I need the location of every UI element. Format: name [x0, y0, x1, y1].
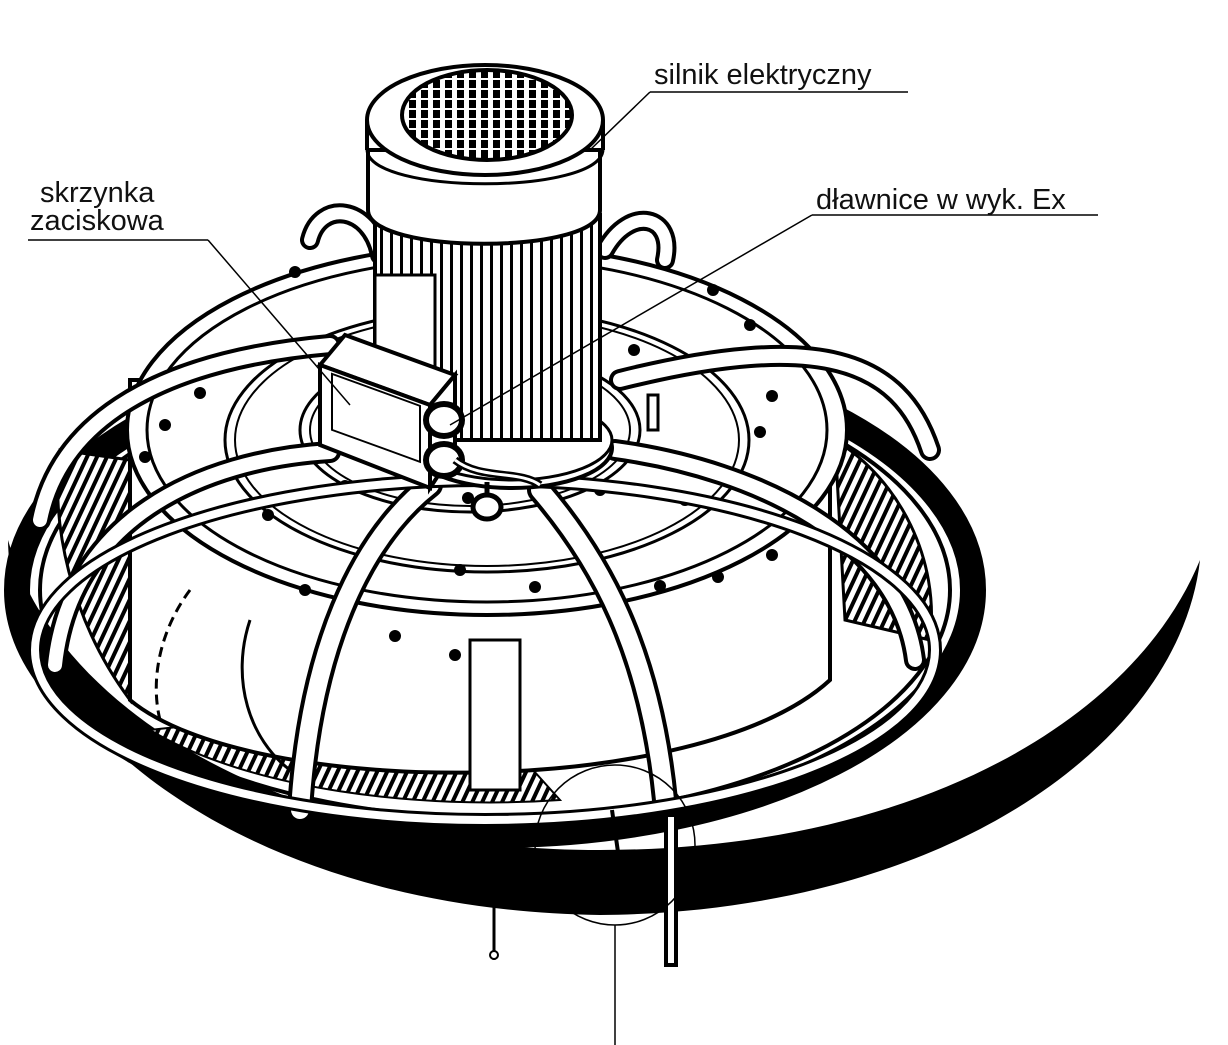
cable-glands — [423, 401, 543, 489]
fan-cover-grille — [400, 68, 574, 162]
guard-frame — [28, 203, 942, 827]
lifting-eye — [470, 482, 504, 522]
label-terminal-box-line1: skrzynka — [40, 177, 155, 209]
label-cable-glands: dławnice w wyk. Ex — [816, 184, 1066, 216]
leader-lines — [28, 91, 1098, 426]
detail-circle — [534, 764, 696, 1045]
label-terminal-box-line2: zaciskowa — [30, 205, 164, 237]
bottom-leads — [489, 809, 678, 967]
grounding-stud — [646, 393, 660, 432]
label-motor: silnik elektryczny — [654, 59, 872, 91]
